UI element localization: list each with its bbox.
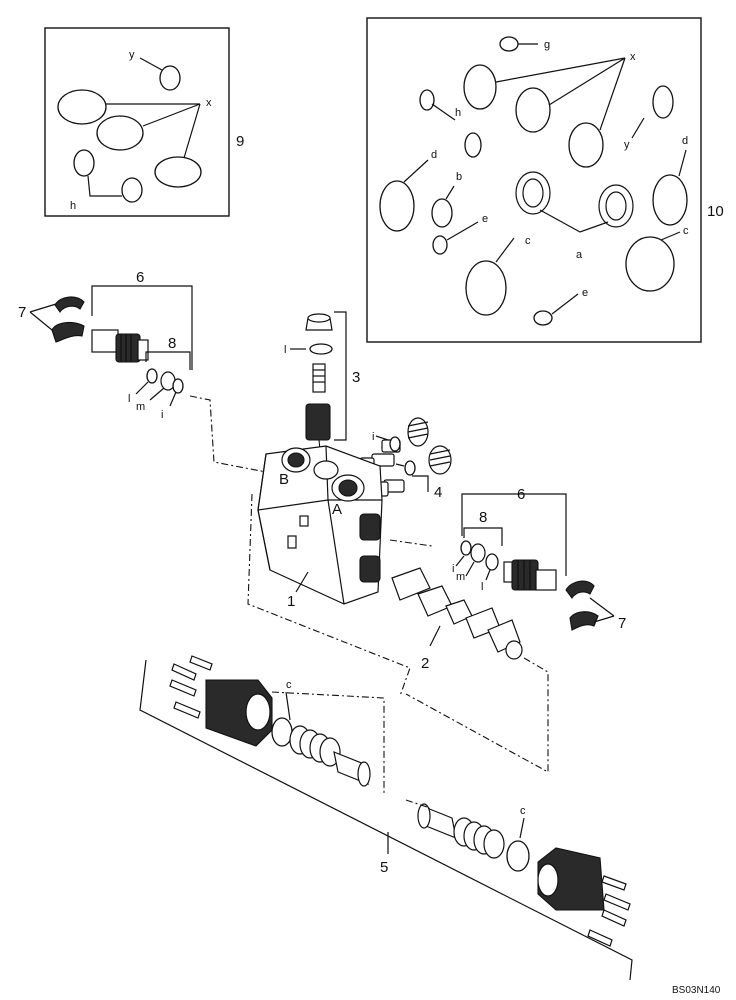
label-h: h <box>70 200 76 212</box>
seal-c-right <box>625 236 675 292</box>
label-l-right: l <box>481 581 483 593</box>
drawing-code: BS03N140 <box>672 985 721 996</box>
relief-cartridge-left <box>91 329 149 363</box>
spool-2: 2 <box>391 567 523 672</box>
label-i-left: i <box>161 409 163 421</box>
seal-kit-box-9: y x h 9 <box>44 27 244 217</box>
label-y: y <box>129 49 135 61</box>
seal-g <box>499 36 519 52</box>
clamp-7-upper <box>54 296 85 313</box>
seal-x-2 <box>96 115 144 151</box>
label-y: y <box>624 139 630 151</box>
port-label-B: B <box>279 471 289 488</box>
callout-6-left: 6 <box>136 269 144 286</box>
seal-h-2 <box>121 177 143 203</box>
seal-y <box>652 85 674 119</box>
right-relief-valve-group: 6 8 i m l 7 <box>452 486 626 632</box>
callout-8-left: 8 <box>168 335 176 352</box>
callout-2: 2 <box>421 655 429 672</box>
seal-d-left <box>379 180 415 232</box>
poppet-stem <box>312 363 326 393</box>
label-c-left: c <box>286 679 292 691</box>
label-m-right: m <box>456 571 465 583</box>
cap-bolts-upper <box>169 655 213 719</box>
callout-3: 3 <box>352 369 360 386</box>
valve-body-1: B A 1 <box>257 445 383 610</box>
check-poppet <box>305 403 331 441</box>
callout-6-right: 6 <box>517 486 525 503</box>
label-c-right: c <box>520 805 526 817</box>
label-h: h <box>455 107 461 119</box>
seal-h <box>419 89 435 111</box>
label-x: x <box>206 97 212 109</box>
label-e-lower: e <box>582 287 588 299</box>
label-c-left: c <box>525 235 531 247</box>
callout-8-right: 8 <box>479 509 487 526</box>
label-e-upper: e <box>482 213 488 225</box>
o-ring-l <box>309 343 333 355</box>
label-a: a <box>576 249 583 261</box>
seal-x-c <box>568 122 604 168</box>
seal-x-3 <box>154 156 202 188</box>
seal-x-b <box>515 87 551 133</box>
label-c-right: c <box>683 225 689 237</box>
callout-7-right: 7 <box>618 615 626 632</box>
callout-5: 5 <box>380 859 388 876</box>
label-i-right: i <box>452 563 454 575</box>
seal-c-left <box>465 260 507 316</box>
seal-e-lower <box>533 310 553 326</box>
seal-x-1 <box>57 89 107 125</box>
label-l-left: l <box>128 393 130 405</box>
seal-e-upper <box>432 235 448 255</box>
callout-9: 9 <box>236 133 244 150</box>
clamp-7-lower-right <box>569 611 599 631</box>
seal-d-right <box>652 174 688 226</box>
callout-1: 1 <box>287 593 295 610</box>
label-d-left: d <box>431 149 437 161</box>
label-m-left: m <box>136 401 145 413</box>
callout-7-left: 7 <box>18 304 26 321</box>
seal-y <box>159 65 181 91</box>
port-label-A: A <box>332 501 342 518</box>
o-ring-c-right <box>506 840 530 872</box>
seal-b <box>431 198 453 228</box>
spring-upper-coil <box>289 725 341 767</box>
label-l-top: l <box>284 344 286 356</box>
o-ring-c-left <box>271 717 293 747</box>
relief-cartridge-right <box>503 559 557 591</box>
seal-h-2 <box>464 132 482 158</box>
spring-lower-coil <box>453 817 505 859</box>
cap-bolts-lower <box>587 875 631 947</box>
callout-10: 10 <box>707 203 724 220</box>
label-i-small: i <box>372 431 374 443</box>
seal-h-1 <box>73 149 95 177</box>
seal-kit-box-10: g x h y d d b e c c a e 10 <box>366 17 724 343</box>
clamp-7-lower <box>51 321 85 343</box>
left-relief-valve-group: 7 6 8 l m i <box>18 269 193 421</box>
label-x: x <box>630 51 636 63</box>
plug-assembly-3: l 3 <box>284 311 360 471</box>
callout-4: 4 <box>434 484 442 501</box>
label-d-right: d <box>682 135 688 147</box>
label-g: g <box>544 39 550 51</box>
label-b: b <box>456 171 462 183</box>
clamp-7-upper-right <box>565 580 595 599</box>
spring-cap-assembly-lower: c <box>417 803 631 947</box>
spring-cap-assembly-upper: c <box>169 655 371 787</box>
seal-x-a <box>463 64 497 110</box>
